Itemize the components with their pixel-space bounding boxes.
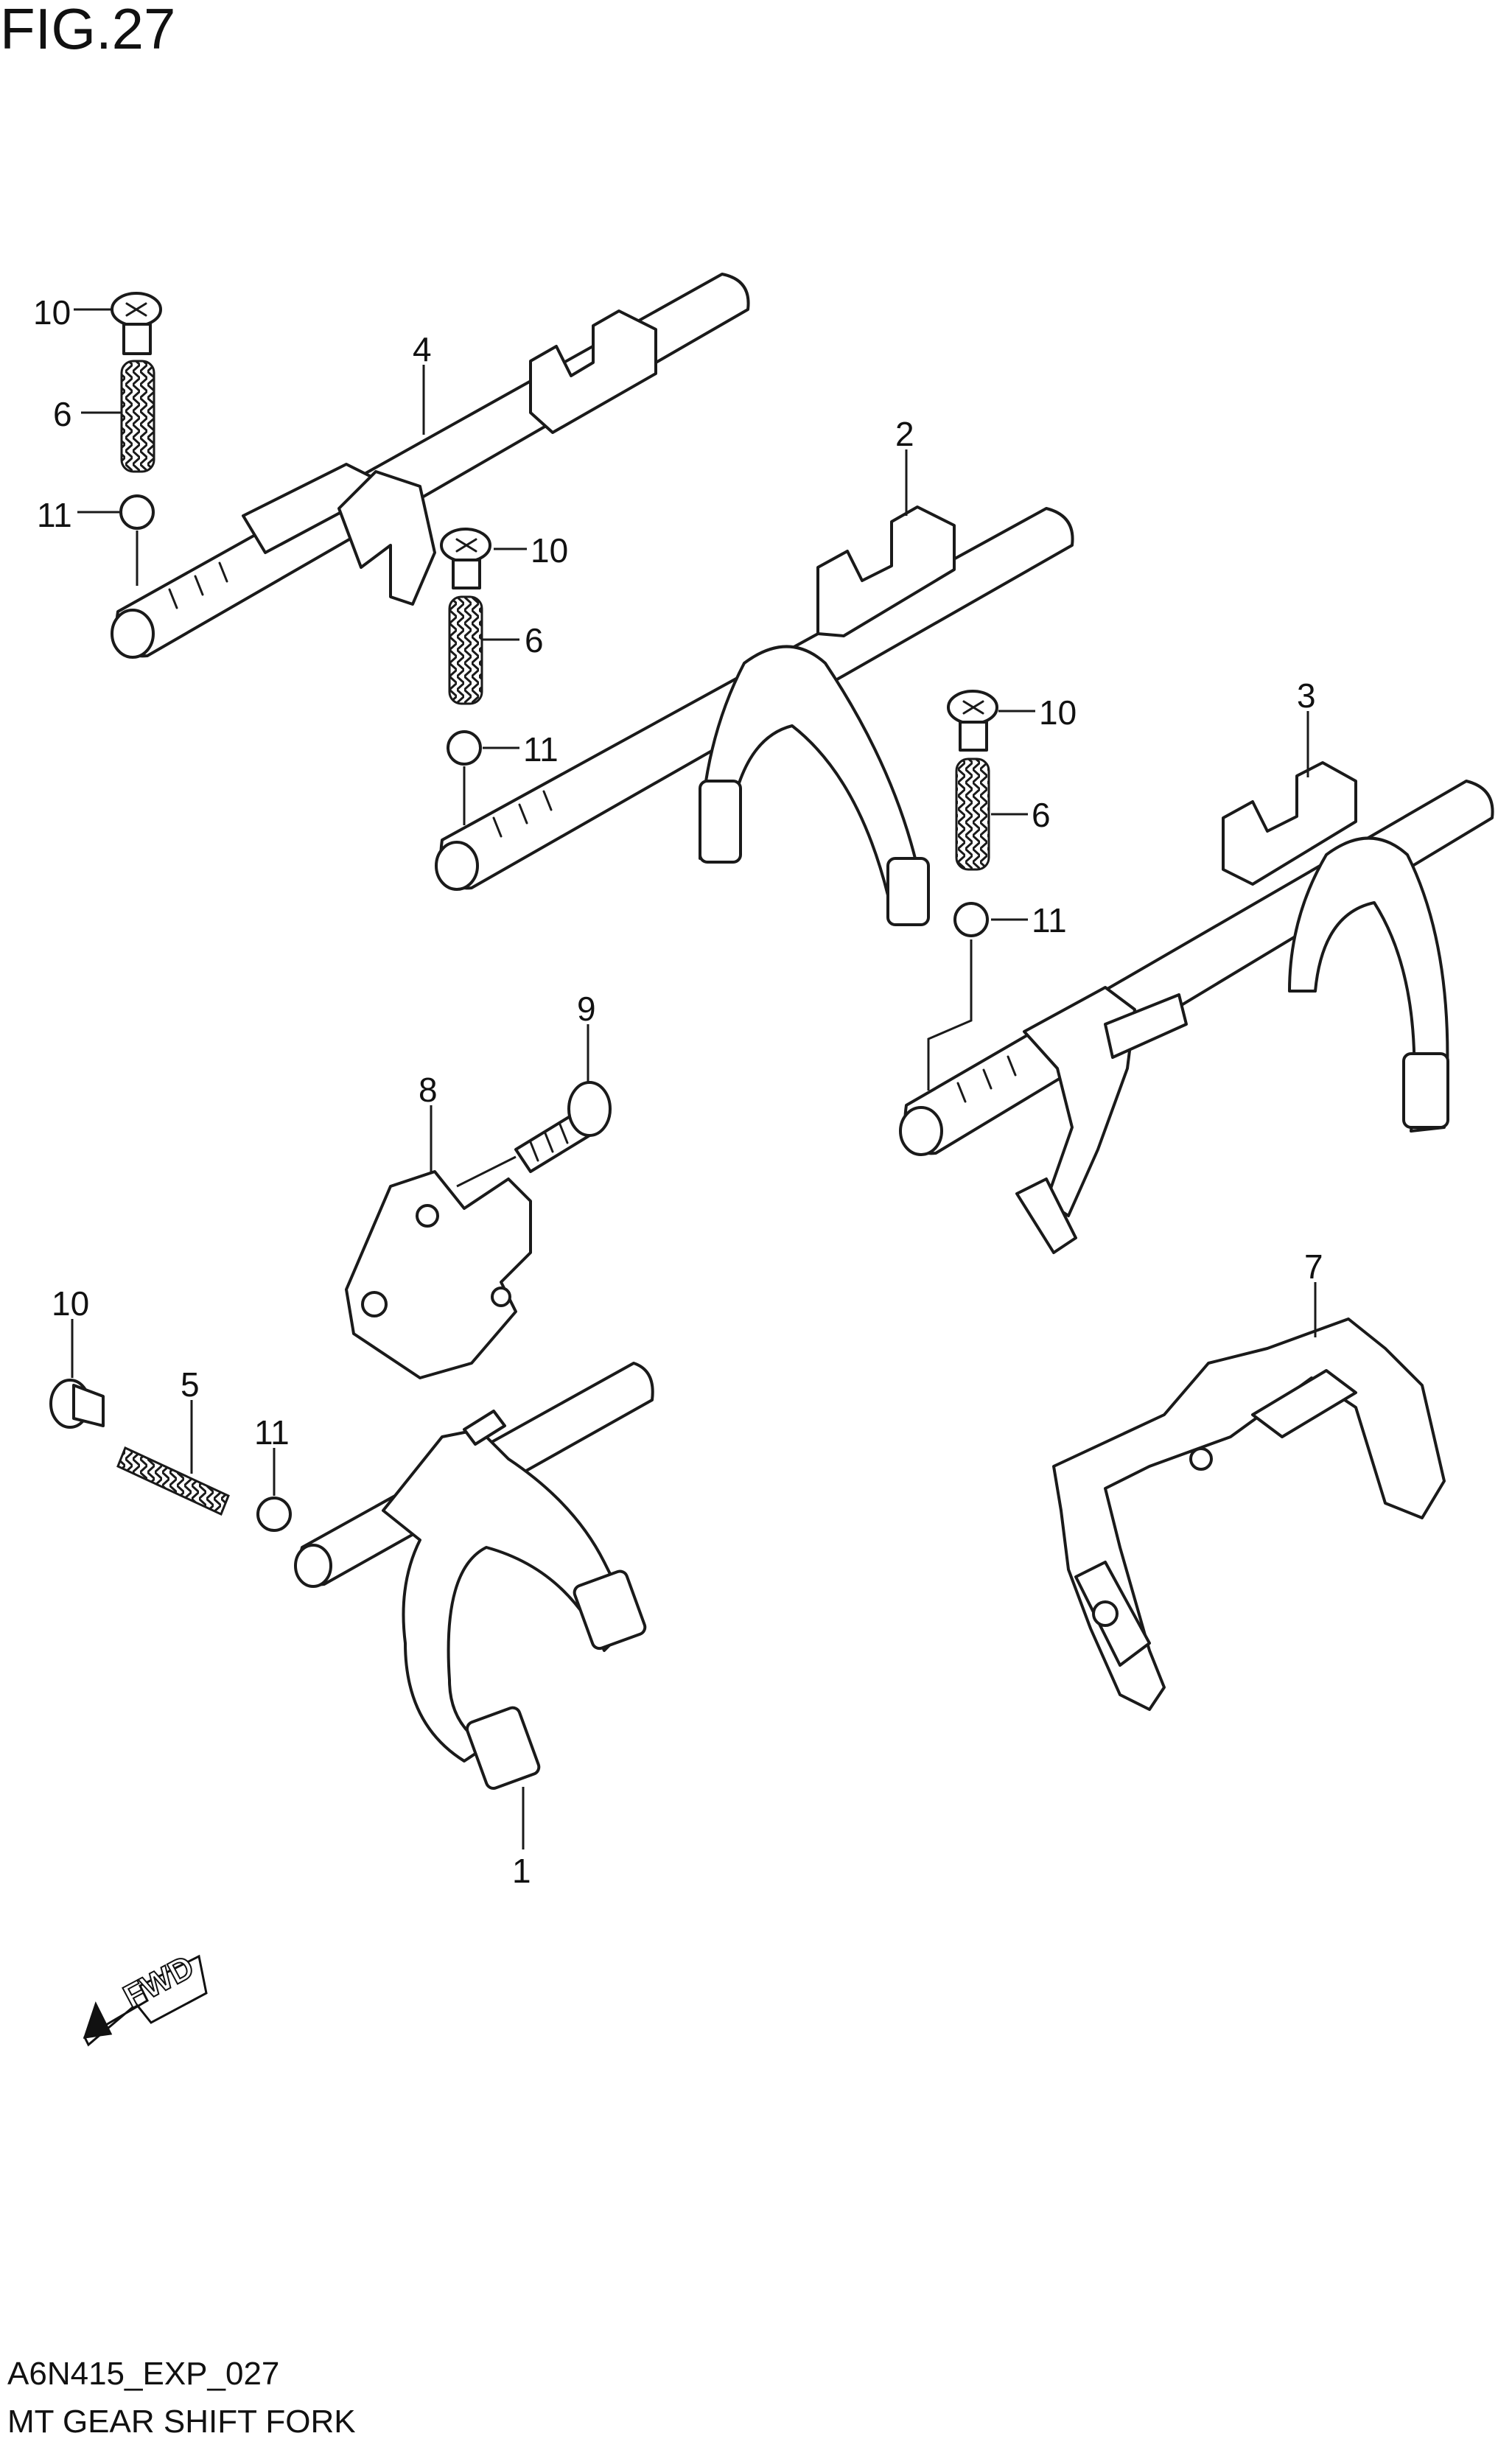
callout-8: 8: [419, 1071, 438, 1109]
callout-9: 9: [577, 990, 596, 1028]
callout-7: 7: [1304, 1247, 1323, 1286]
shift-rod-2: [435, 505, 1074, 926]
gate-7: [1052, 1317, 1446, 1711]
bolt-10-middle: [440, 528, 491, 589]
callout-3: 3: [1297, 676, 1316, 715]
callout-5: 5: [181, 1365, 200, 1404]
callout-10: 10: [33, 293, 71, 332]
callout-2: 2: [895, 415, 914, 453]
ball-11-top-left: [119, 494, 155, 586]
plug-10-lower-left: [49, 1379, 105, 1429]
diagram-caption: MT GEAR SHIFT FORK: [7, 2404, 356, 2440]
callout-10: 10: [531, 531, 568, 570]
callout-11: 11: [37, 496, 72, 534]
ball-11-middle: [447, 730, 482, 825]
figure-title: FIG.27: [0, 0, 176, 61]
callout-11: 11: [523, 730, 559, 769]
bolt-9: [514, 1081, 612, 1173]
callout-10: 10: [1039, 693, 1077, 732]
spring-5: [116, 1446, 230, 1516]
ball-11-lower-left: [256, 1497, 292, 1532]
callout-11: 11: [254, 1413, 290, 1452]
callout-4: 4: [413, 330, 432, 368]
shift-fork-1: [294, 1362, 654, 1790]
callout-6: 6: [53, 395, 72, 433]
callout-11: 11: [1032, 901, 1067, 939]
bracket-8: [345, 1170, 532, 1379]
callout-10: 10: [52, 1284, 89, 1323]
callout-labels: 10 6 11 4 2 10 6 11 10 3 6 11 9 8 10 5 1…: [33, 293, 1323, 1890]
shift-rod-4: [111, 273, 750, 659]
ball-11-right: [927, 902, 989, 1091]
spring-6-right: [955, 757, 990, 871]
spring-6-middle: [448, 595, 483, 705]
callout-6: 6: [1032, 796, 1051, 834]
bolt-10-top-left: [111, 292, 162, 355]
leader-lines: [71, 308, 1317, 1849]
shift-rod-3: [899, 761, 1494, 1254]
spring-6-top-left: [120, 360, 155, 473]
callout-1: 1: [512, 1852, 531, 1890]
callout-6: 6: [525, 621, 544, 659]
fwd-arrow-icon: FWD: [83, 1948, 208, 2047]
bolt-10-right: [947, 690, 998, 752]
diagram-code: A6N415_EXP_027: [7, 2356, 280, 2392]
